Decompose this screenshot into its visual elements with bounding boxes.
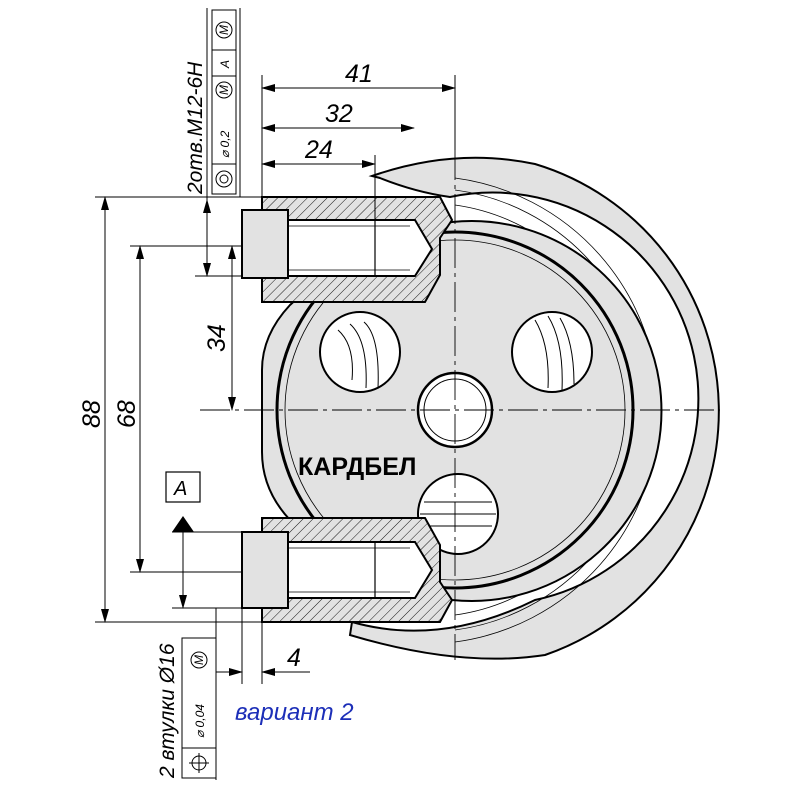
dimension-32: 32 (261, 100, 415, 132)
thread-datum-modifier: M (217, 25, 231, 35)
datum-a: A (165, 471, 242, 609)
bushing-tol-modifier: M (192, 655, 206, 665)
dimension-41-value: 41 (345, 60, 373, 88)
thread-note: 2отв.М12-6Н (184, 61, 207, 195)
thread-tol-modifier: M (217, 85, 231, 95)
brand-label: КАРДБЕЛ (298, 453, 416, 481)
thread-tol-value: ⌀ 0,2 (218, 130, 232, 158)
dimension-24-value: 24 (304, 136, 333, 164)
dimension-34: 34 (203, 245, 236, 411)
upper-boss-section (241, 196, 454, 303)
thread-callout: 2отв.М12-6Н ⌀ 0,2 M A M (184, 8, 241, 200)
dimension-68: 68 (113, 245, 242, 573)
datum-a-label: A (173, 478, 187, 500)
bushing-tol-value: ⌀ 0,04 (193, 704, 207, 738)
bushing-note: 2 втулки Ø16 (156, 643, 179, 779)
dimension-4-value: 4 (287, 644, 301, 672)
thread-datum: A (218, 60, 232, 69)
dimension-24: 24 (261, 136, 376, 220)
variant-label: вариант 2 (235, 699, 354, 726)
dimension-4: 4 (212, 608, 310, 684)
dimension-68-value: 68 (113, 400, 141, 428)
dimension-34-value: 34 (203, 324, 231, 352)
bushing-callout: 2 втулки Ø16 ⌀ 0,04 M (156, 608, 217, 780)
hole-upper-right (511, 311, 593, 393)
dimension-88-value: 88 (78, 400, 106, 428)
hole-upper-left (319, 311, 401, 393)
dimension-41: 41 (261, 60, 456, 197)
concentricity-icon (215, 170, 233, 188)
dimension-32-value: 32 (325, 100, 353, 128)
dimension-88: 88 (78, 196, 262, 623)
lower-boss-section (241, 517, 454, 623)
hole-bottom (417, 473, 499, 555)
